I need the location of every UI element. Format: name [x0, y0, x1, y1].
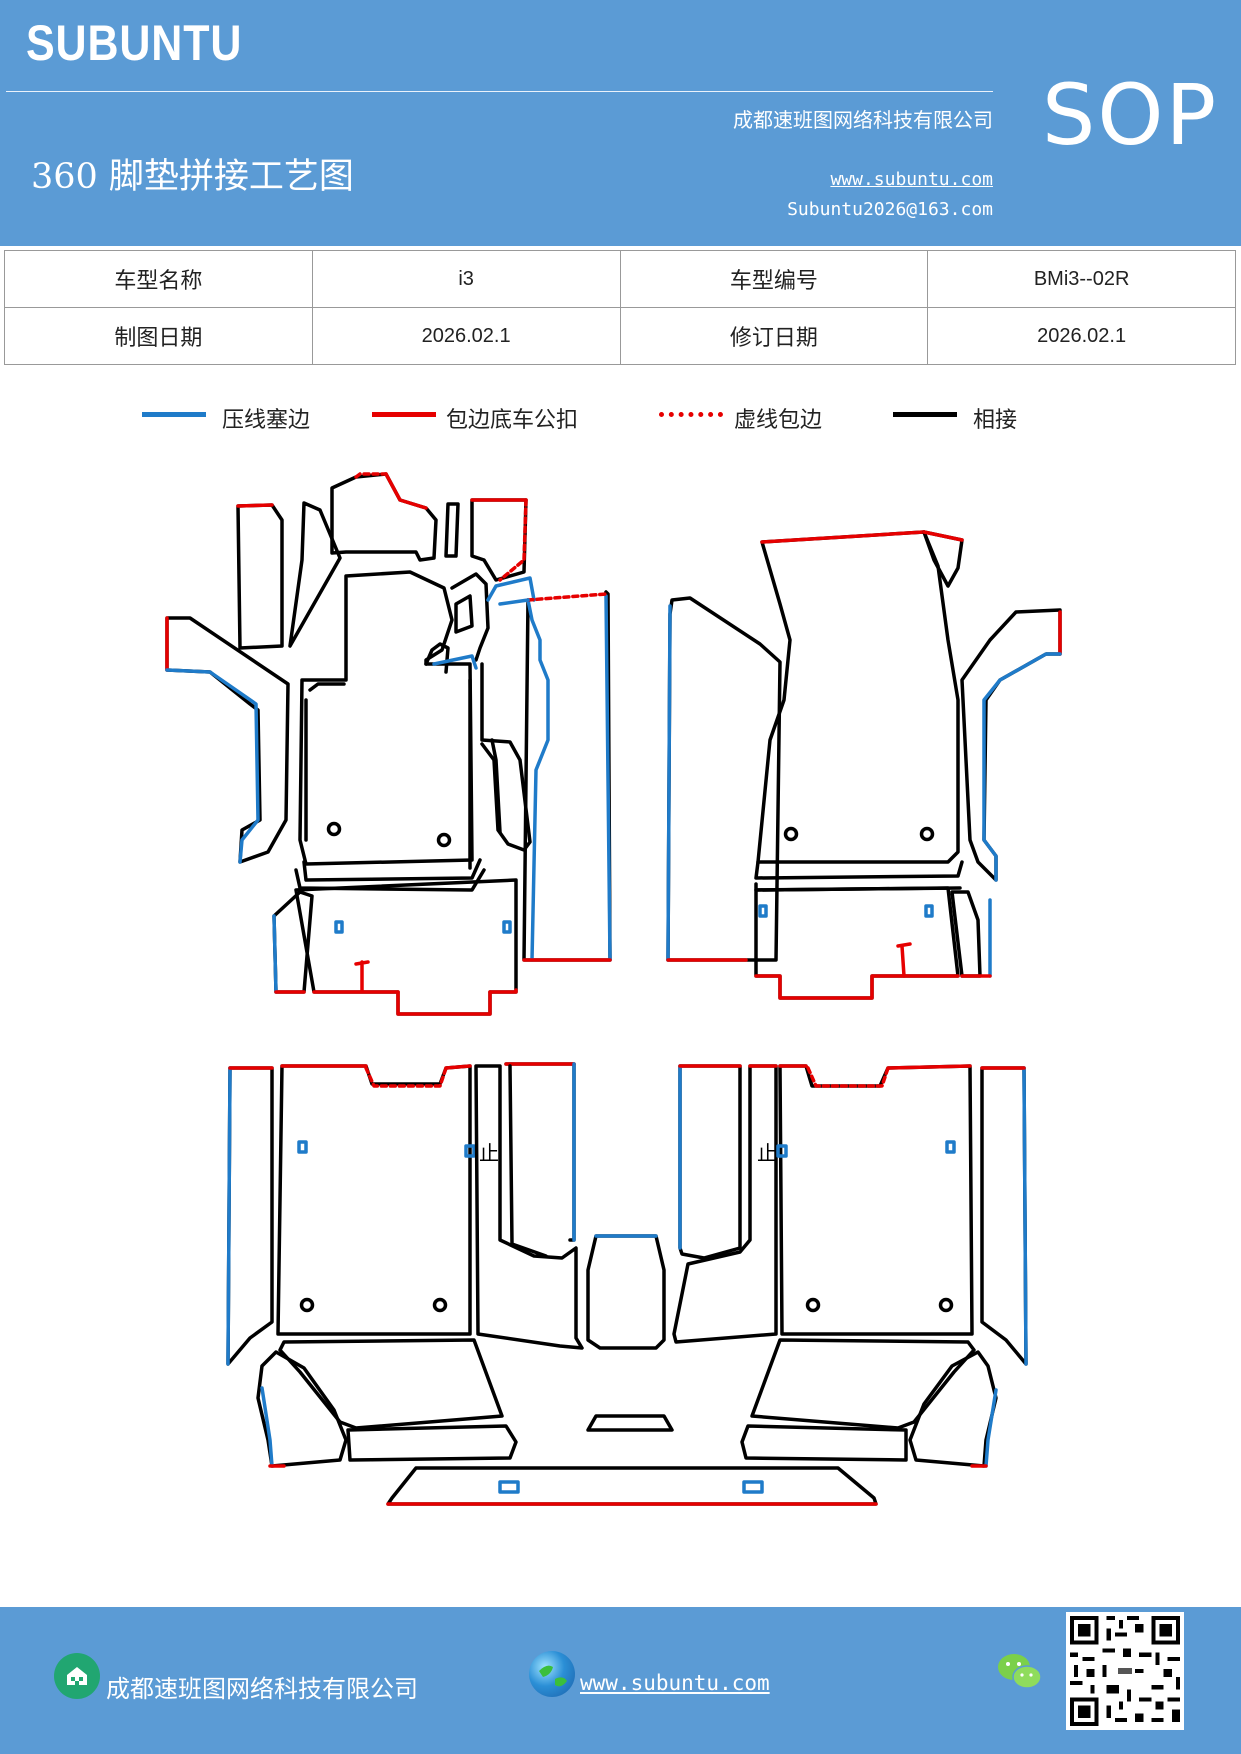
front-left-mats — [165, 472, 612, 1016]
wechat-icon — [996, 1651, 1044, 1699]
footer-website-link[interactable]: www.subuntu.com — [580, 1671, 770, 1695]
table-row: 车型名称 i3 车型编号 BMi3--02R — [4, 250, 1236, 308]
building-icon — [54, 1653, 100, 1699]
legend-swatch-red-dotted — [659, 412, 723, 417]
model-name-label: 车型名称 — [4, 250, 313, 308]
legend: 压线塞边 包边底车公扣 虚线包边 相接 — [0, 400, 1241, 440]
company-name: 成都速班图网络科技有限公司 — [733, 108, 993, 132]
draw-date-value: 2026.02.1 — [311, 307, 621, 365]
legend-swatch-red — [372, 412, 436, 417]
front-right-mats — [666, 530, 1062, 1000]
legend-swatch-black — [893, 412, 957, 417]
stop-mark-left: 止 — [479, 1141, 499, 1165]
header-divider — [6, 91, 993, 92]
sop-badge: SOP — [1042, 66, 1219, 164]
email-address: Subuntu2026@163.com — [787, 199, 993, 220]
model-code-label: 车型编号 — [619, 250, 929, 308]
info-table: 车型名称 i3 车型编号 BMi3--02R 制图日期 2026.02.1 修订… — [4, 250, 1236, 365]
qr-code[interactable] — [1066, 1612, 1184, 1730]
stop-mark-right: 止 — [757, 1141, 777, 1165]
website-link[interactable]: www.subuntu.com — [830, 169, 993, 190]
header: SUBUNTU 成都速班图网络科技有限公司 360 脚垫拼接工艺图 www.su… — [0, 0, 1241, 246]
revise-date-value: 2026.02.1 — [927, 307, 1236, 365]
table-row: 制图日期 2026.02.1 修订日期 2026.02.1 — [4, 307, 1236, 365]
legend-label: 相接 — [973, 408, 1018, 433]
footer: 成都速班图网络科技有限公司 www.subuntu.com — [0, 1607, 1241, 1754]
footer-company: 成都速班图网络科技有限公司 — [106, 1675, 418, 1703]
legend-label: 压线塞边 — [222, 408, 311, 433]
legend-swatch-blue — [142, 412, 206, 417]
legend-label: 包边底车公扣 — [446, 408, 579, 433]
floor-mat-diagram: 止 止 — [165, 472, 1062, 1506]
page-title: 360 脚垫拼接工艺图 — [31, 157, 354, 197]
model-code-value: BMi3--02R — [927, 250, 1236, 308]
globe-icon — [529, 1651, 575, 1697]
brand-logo: SUBUNTU — [26, 15, 243, 71]
revise-date-label: 修订日期 — [619, 307, 929, 365]
rear-mats — [226, 1062, 1028, 1506]
legend-label: 虚线包边 — [734, 408, 823, 433]
model-name-value: i3 — [311, 250, 621, 308]
draw-date-label: 制图日期 — [4, 307, 313, 365]
